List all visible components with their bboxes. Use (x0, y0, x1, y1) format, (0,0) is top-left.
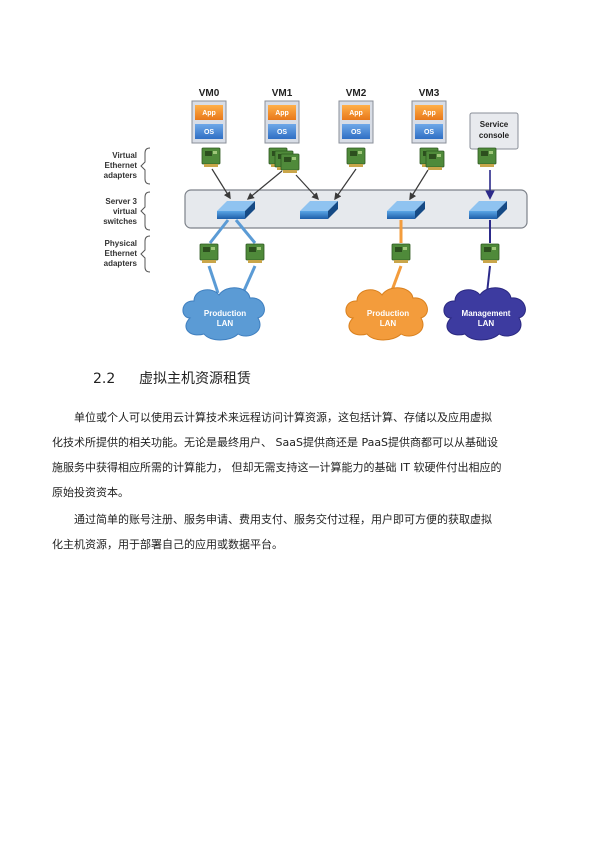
cloud-label-line: LAN (478, 319, 495, 328)
virtual-nic-icon (201, 147, 221, 168)
vm2-label: VM2 (346, 88, 367, 99)
cloud-label-line: LAN (217, 319, 234, 328)
virtual-network-diagram: VM0 VM1 VM2 VM3 App OS App OS App OS App… (103, 88, 528, 341)
paragraph-line: 原始投资资本。 (52, 486, 129, 499)
virtual-switch-icon (387, 201, 425, 219)
virtual-switches-label: Server 3 virtual switches (103, 191, 151, 231)
side-label-line: Ethernet (105, 249, 138, 258)
paragraph-line: 单位或个人可以使用云计算技术来远程访问计算资源，这包括计算、存储以及应用虚拟 (74, 411, 492, 424)
virtual-nic-icon (425, 150, 445, 171)
vm1-box: App OS (264, 100, 300, 144)
cloud-label-line: Production (204, 309, 246, 318)
cloud-label-line: LAN (380, 319, 397, 328)
cloud-label-line: Production (367, 309, 409, 318)
virtual-adapters-label: Virtual Ethernet adapters (104, 147, 151, 185)
service-console-box: Service console (469, 112, 519, 150)
vm1-app-label: App (275, 110, 289, 117)
vm1-os-label: OS (277, 129, 287, 136)
section-heading: 2.2 虚拟主机资源租赁 (93, 368, 251, 388)
management-lan-cloud: Management LAN (443, 287, 526, 341)
paragraph-line: 化主机资源，用于部署自己的应用或数据平台。 (52, 538, 283, 551)
physical-nic-icon (245, 243, 265, 264)
vm2-app-label: App (349, 110, 363, 117)
side-label-line: Ethernet (105, 161, 138, 170)
vm3-box: App OS (411, 100, 447, 144)
vm2-os-label: OS (351, 129, 361, 136)
virtual-nic-icon (280, 153, 300, 174)
physical-nic-icon (480, 243, 500, 264)
vm0-box: App OS (191, 100, 227, 144)
vm0-app-label: App (202, 110, 216, 117)
side-label-line: switches (103, 217, 137, 226)
paragraph-2: 通过简单的账号注册、服务申请、费用支付、服务交付过程，用户即可方便的获取虚拟 化… (52, 507, 572, 557)
production-lan-cloud-orange: Production LAN (345, 287, 428, 341)
paragraph-1: 单位或个人可以使用云计算技术来远程访问计算资源，这包括计算、存储以及应用虚拟 化… (52, 405, 572, 505)
side-label-line: virtual (113, 207, 137, 216)
vm0-os-label: OS (204, 129, 214, 136)
virtual-nic-icon (346, 147, 366, 168)
vm2-box: App OS (338, 100, 374, 144)
physical-to-lan-links (207, 265, 491, 294)
production-lan-cloud: Production LAN (182, 287, 265, 341)
nic-to-switch-arrows (211, 168, 429, 201)
vm3-os-label: OS (424, 129, 434, 136)
virtual-switch-icon (469, 201, 507, 219)
virtual-switch-band (184, 189, 528, 229)
side-label-line: Virtual (112, 151, 137, 160)
virtual-switch-icon (300, 201, 338, 219)
switch-to-physical-links (208, 219, 491, 244)
virtual-nic-icon (477, 147, 497, 168)
side-label-line: adapters (104, 259, 138, 268)
virtual-switch-icon (217, 201, 255, 219)
vm3-app-label: App (422, 110, 436, 117)
paragraph-line: 通过简单的账号注册、服务申请、费用支付、服务交付过程，用户即可方便的获取虚拟 (74, 513, 492, 526)
physical-nic-icon (391, 243, 411, 264)
vm0-label: VM0 (199, 88, 220, 99)
section-title: 虚拟主机资源租赁 (139, 371, 251, 387)
physical-nic-icon (199, 243, 219, 264)
side-label-line: Physical (105, 239, 137, 248)
vm3-label: VM3 (419, 88, 440, 99)
side-label-line: Server 3 (105, 197, 137, 206)
section-number: 2.2 (93, 371, 116, 387)
service-console-label-line2: console (479, 131, 510, 140)
paragraph-line: 化技术所提供的相关功能。无论是最终用户、 SaaS提供商还是 PaaS提供商都可… (52, 436, 499, 449)
side-label-line: adapters (104, 171, 138, 180)
paragraph-line: 施服务中获得相应所需的计算能力， 但却无需支持这一计算能力的基础 IT 软硬件付… (52, 461, 502, 474)
physical-adapters-label: Physical Ethernet adapters (104, 235, 151, 273)
vm1-label: VM1 (272, 88, 293, 99)
cloud-label-line: Management (462, 309, 511, 318)
service-console-label-line1: Service (480, 120, 509, 129)
